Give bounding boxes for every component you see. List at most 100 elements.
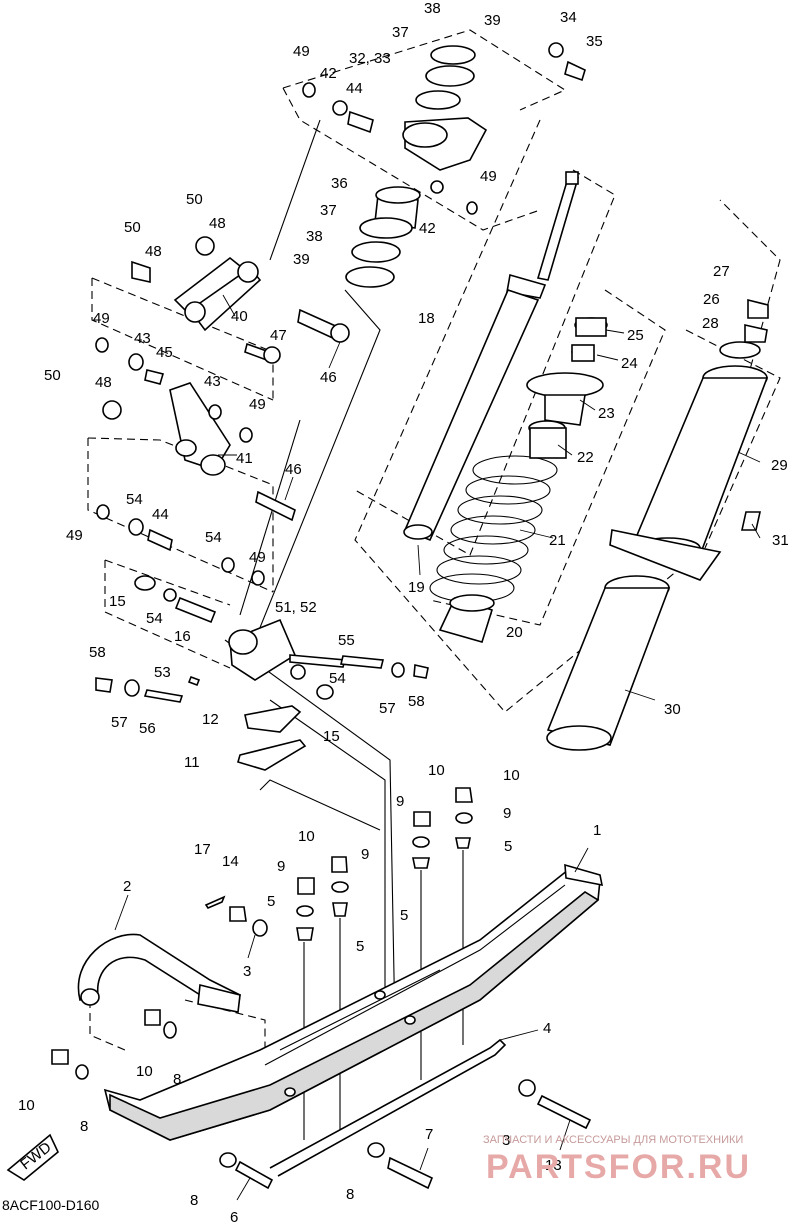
callout-8: 8 [346,1186,354,1203]
leader-lines [114,294,761,1201]
callout-39: 39 [293,251,310,268]
callout-24: 24 [621,355,638,372]
callout-49: 49 [93,310,110,327]
callout-23: 23 [598,405,615,422]
callout-35: 35 [586,33,603,50]
callout-3: 3 [243,963,251,980]
callout-41: 41 [236,450,253,467]
callout-43: 43 [204,373,221,390]
callout-45: 45 [156,344,173,361]
callout-37: 37 [392,24,409,41]
callout-2: 2 [123,878,131,895]
callout-55: 55 [338,632,355,649]
callout-9: 9 [396,793,404,810]
callout-25: 25 [627,327,644,344]
callout-26: 26 [703,291,720,308]
callout-10: 10 [503,767,520,784]
callout-34: 34 [560,9,577,26]
callout-10: 10 [298,828,315,845]
callout-9: 9 [503,805,511,822]
callout-53: 53 [154,664,171,681]
callout-14: 14 [222,853,239,870]
callout-21: 21 [549,532,566,549]
wear-bar [269,1038,507,1177]
hardware [51,787,592,1190]
callout-16: 16 [174,628,191,645]
callout-10: 10 [136,1063,153,1080]
watermark-tagline: ЗАПЧАСТИ И АКСЕССУАРЫ ДЛЯ МОТОТЕХНИКИ [483,1134,743,1146]
callout-50: 50 [186,191,203,208]
callout-32-33: 32, 33 [349,50,391,67]
callout-10: 10 [18,1097,35,1114]
protector-tube [546,575,671,751]
callout-18: 18 [418,310,435,327]
callout-27: 27 [713,263,730,280]
callout-36: 36 [331,175,348,192]
callout-20: 20 [506,624,523,641]
callout-50: 50 [44,367,61,384]
callout-11: 11 [184,754,200,771]
callout-58: 58 [408,693,425,710]
callout-8: 8 [173,1071,181,1088]
callout-50: 50 [124,219,141,236]
callout-57: 57 [111,714,128,731]
callout-38: 38 [306,228,323,245]
upper-bracket [302,42,586,288]
callout-56: 56 [139,720,156,737]
callout-42: 42 [320,65,337,82]
callout-48: 48 [209,215,226,232]
callout-labels: 1 2 3 3 4 5 5 5 5 6 7 8 8 8 8 9 9 9 9 10… [18,0,789,1225]
callout-10: 10 [428,762,445,779]
callout-31: 31 [772,532,789,549]
callout-4: 4 [543,1020,551,1037]
callout-49: 49 [249,396,266,413]
callout-9: 9 [277,858,285,875]
callout-54: 54 [146,610,163,627]
callout-19: 19 [408,579,425,596]
coil-spring [429,455,558,603]
callout-3: 3 [502,1132,510,1149]
callout-39: 39 [484,12,501,29]
callout-12: 12 [202,711,219,728]
callout-48: 48 [145,243,162,260]
callout-1: 1 [593,822,601,839]
callout-46: 46 [285,461,302,478]
callout-7: 7 [425,1126,433,1143]
callout-49: 49 [480,168,497,185]
callout-17: 17 [194,841,211,858]
callout-29: 29 [771,457,788,474]
callout-47: 47 [270,327,287,344]
callout-46: 46 [320,369,337,386]
callout-6: 6 [230,1209,238,1225]
callout-48: 48 [95,374,112,391]
damper-cover [609,298,769,581]
lower-bracket [95,504,429,771]
callout-44: 44 [346,80,363,97]
callout-30: 30 [664,701,681,718]
callout-9: 9 [361,846,369,863]
callout-49: 49 [293,43,310,60]
callout-43: 43 [134,330,151,347]
callout-49: 49 [66,527,83,544]
link-arms [95,236,350,522]
figure-code: 8ACF100-D160 [2,1197,99,1213]
shock-absorber [403,171,580,542]
callout-8: 8 [190,1192,198,1209]
callout-38: 38 [424,0,441,17]
watermark-brand: PARTSFOR.RU [486,1148,751,1186]
callout-13: 13 [545,1157,562,1174]
callout-5: 5 [504,838,512,855]
callout-54: 54 [205,529,222,546]
callout-40: 40 [231,308,248,325]
callout-15: 15 [323,728,340,745]
callout-8: 8 [80,1118,88,1135]
forward-arrow-icon: FWD [6,1133,59,1181]
callout-42: 42 [419,220,436,237]
callout-44: 44 [152,506,169,523]
ski-handle [77,933,241,1013]
callout-54: 54 [126,491,143,508]
callout-54: 54 [329,670,346,687]
callout-37: 37 [320,202,337,219]
callout-49: 49 [249,549,266,566]
partsfor-watermark: ЗАПЧАСТИ И АКСЕССУАРЫ ДЛЯ МОТОТЕХНИКИ PA… [483,1134,751,1186]
